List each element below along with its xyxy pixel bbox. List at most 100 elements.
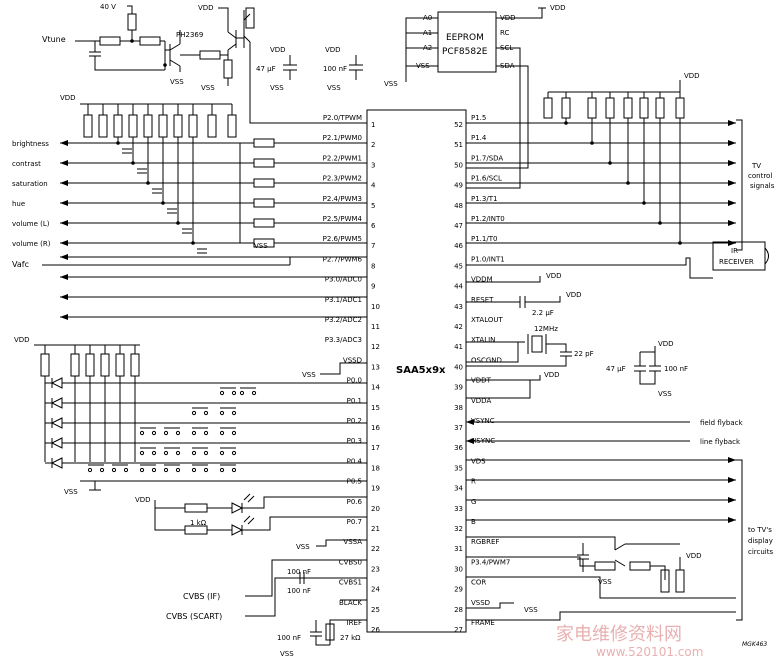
p1-pullup-resistors xyxy=(543,92,685,119)
key-vdd-label: VDD xyxy=(14,336,30,344)
junction xyxy=(678,241,682,245)
pin-number: 50 xyxy=(454,161,463,169)
switch-contact xyxy=(151,430,157,436)
pin-label: OSCGND xyxy=(471,356,502,364)
pin-number: 20 xyxy=(371,505,380,513)
cap2-value: 100 nF xyxy=(323,65,347,73)
tv-control-label-1: TV xyxy=(751,162,761,170)
resistor xyxy=(655,97,665,119)
cap2-vdd-label: VDD xyxy=(325,46,341,54)
diode-icon xyxy=(50,397,63,409)
resistor xyxy=(143,114,153,138)
pin-number: 34 xyxy=(454,485,463,493)
pin-number: 44 xyxy=(454,283,463,291)
decouple-vss-label: VSS xyxy=(658,390,672,398)
resistor xyxy=(188,114,198,138)
pin-label: P1.0/INT1 xyxy=(471,255,505,263)
decouple-cap1-value: 47 µF xyxy=(606,365,626,373)
pin-label: CVBS1 xyxy=(339,579,362,587)
pin-label: P2.4/PWM3 xyxy=(323,195,362,203)
pin-number: 4 xyxy=(371,182,376,190)
pin-label: VDDT xyxy=(471,377,492,385)
junction xyxy=(131,161,135,165)
pin-label: P1.7/SDA xyxy=(471,154,503,162)
pin-label: R xyxy=(471,478,476,486)
eeprom-vss-label: VSS xyxy=(384,80,398,88)
switch-contact xyxy=(219,467,225,473)
junction xyxy=(564,121,568,125)
vafc-label: Vafc xyxy=(12,260,29,269)
diode-icon xyxy=(50,377,63,389)
field-flyback-label: field flyback xyxy=(700,419,743,427)
resistor xyxy=(207,114,217,138)
cvbs0-cap-value: 100 nF xyxy=(287,568,311,576)
pwm-output-label: hue xyxy=(12,200,25,208)
switch-contact xyxy=(219,450,225,456)
junction xyxy=(116,141,120,145)
pin-label: P1.5 xyxy=(471,114,486,122)
pin-label: P3.3/ADC3 xyxy=(325,336,362,344)
switch-contact xyxy=(99,467,105,473)
resistor xyxy=(623,97,633,119)
pin-number: 32 xyxy=(454,525,463,533)
rgbref-vss-label: VSS xyxy=(598,578,612,586)
resistor xyxy=(587,97,597,119)
resistor xyxy=(561,97,571,119)
pin-label: P3.2/ADC2 xyxy=(325,316,362,324)
switch-contact xyxy=(191,410,197,416)
pin-number: 36 xyxy=(454,444,463,452)
pin-label: VDDA xyxy=(471,397,491,405)
tuner-vss-label: VSS xyxy=(170,78,184,86)
pwm-pullup-resistors xyxy=(83,104,237,138)
pin-label: P0.2 xyxy=(347,417,362,425)
pin-label: P2.7/PWM6 xyxy=(323,255,363,263)
pwm-output-label: volume (R) xyxy=(12,240,51,248)
pin-label: P0.3 xyxy=(347,437,362,445)
pin-label: BLACK xyxy=(339,599,362,607)
resistor xyxy=(253,178,275,188)
pin-label: G xyxy=(471,498,476,506)
pwm-output-label: volume (L) xyxy=(12,220,50,228)
resistor xyxy=(40,353,50,377)
watermark-chinese: 家电维修资料网 xyxy=(556,624,682,645)
switch-contact xyxy=(231,450,237,456)
arrow-icon xyxy=(728,457,736,463)
crystal-value: 12MHz xyxy=(534,325,558,333)
resistor xyxy=(253,158,275,168)
switch-contact xyxy=(139,450,145,456)
pin-number: 23 xyxy=(371,565,380,573)
resistor xyxy=(543,97,553,119)
junction xyxy=(176,221,180,225)
pin-number: 13 xyxy=(371,363,380,371)
pin-label: P3.0/ADC0 xyxy=(325,276,362,284)
pin-number: 9 xyxy=(371,283,375,291)
iref-cap-value: 100 nF xyxy=(277,634,301,642)
junction xyxy=(626,181,630,185)
switch-contact xyxy=(203,450,209,456)
arrow-icon xyxy=(728,517,736,523)
resistor xyxy=(70,353,80,377)
switch-contact xyxy=(139,430,145,436)
junction xyxy=(608,161,612,165)
switch-contact xyxy=(175,450,181,456)
pin-number: 11 xyxy=(371,323,380,331)
switch-contact xyxy=(231,390,237,396)
arrow-icon xyxy=(728,120,736,126)
pin-label: P1.4 xyxy=(471,134,487,142)
display-label-1: to TV's xyxy=(748,526,772,534)
led-vdd-label: VDD xyxy=(135,496,151,504)
arrow-icon xyxy=(60,240,68,246)
display-label-2: display xyxy=(748,537,773,545)
resistor xyxy=(253,218,275,228)
resistor xyxy=(158,114,168,138)
watermark-url: www.520101.com xyxy=(596,645,703,659)
pin-number: 41 xyxy=(454,343,463,351)
pin-number: 28 xyxy=(454,606,463,614)
pin-label: P2.3/PWM2 xyxy=(323,175,362,183)
pin-label: IREF xyxy=(347,619,362,627)
p1-vdd-label: VDD xyxy=(684,72,700,80)
pin-label: P3.4/PWM7 xyxy=(471,558,510,566)
ir-label-1: IR xyxy=(731,247,738,255)
pin-label: P0.5 xyxy=(347,478,362,486)
